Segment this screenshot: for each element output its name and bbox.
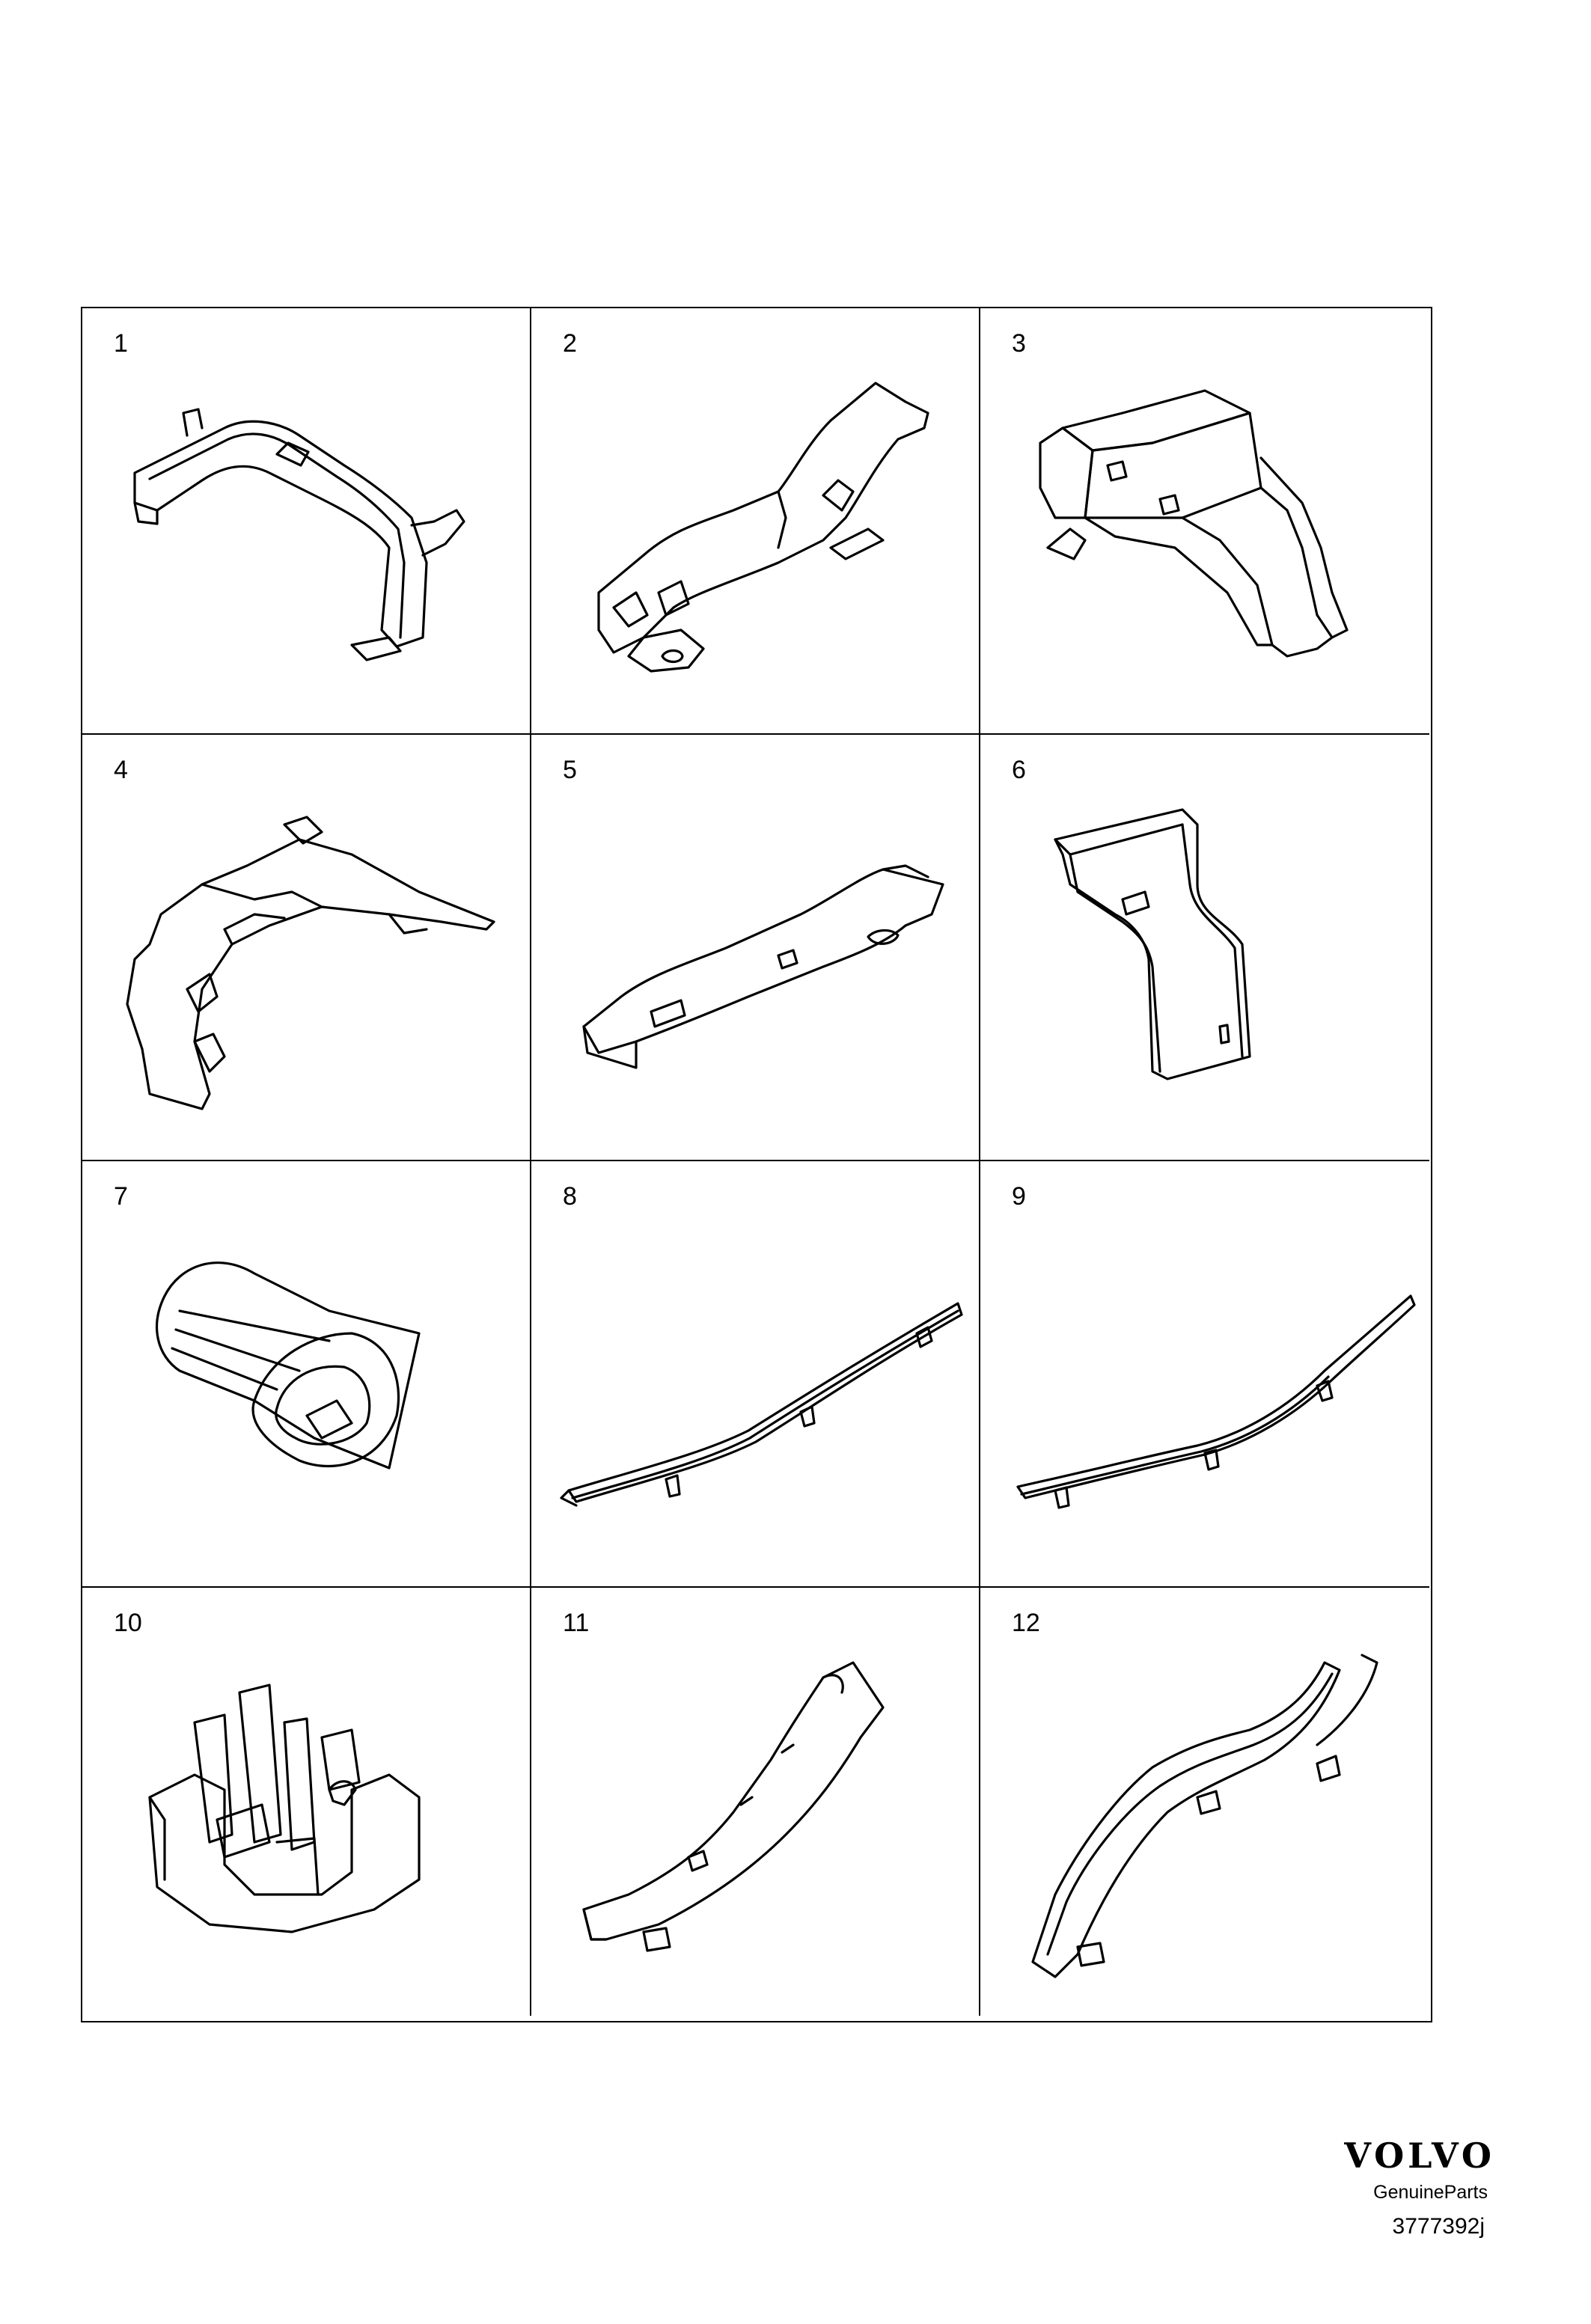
parts-grid: 1 2 — [81, 307, 1432, 2022]
part-cell-1[interactable]: 1 — [82, 308, 531, 735]
part-number-label: 1 — [114, 329, 128, 358]
bracket-housing-icon — [105, 1648, 509, 1999]
part-cell-11[interactable]: 11 — [531, 1588, 980, 2016]
air-duct-tunnel-icon — [1003, 368, 1407, 720]
part-cell-12[interactable]: 12 — [980, 1588, 1429, 2016]
air-nozzle-icon — [105, 1221, 509, 1573]
part-number-label: 6 — [1012, 756, 1026, 784]
volvo-logo: VOLVO — [1344, 2135, 1495, 2176]
part-cell-6[interactable]: 6 — [980, 735, 1429, 1161]
part-cell-3[interactable]: 3 — [980, 308, 1429, 735]
part-number-label: 3 — [1012, 329, 1026, 358]
part-cell-7[interactable]: 7 — [82, 1161, 531, 1588]
air-duct-center-icon — [554, 368, 958, 720]
part-number-label: 8 — [563, 1182, 577, 1211]
part-cell-10[interactable]: 10 — [82, 1588, 531, 2016]
brand-block: VOLVO GenuineParts 3777392j — [1271, 2138, 1495, 2238]
part-cell-9[interactable]: 9 — [980, 1161, 1429, 1588]
air-duct-strip-icon — [1003, 1221, 1416, 1573]
document-number: 3777392j — [1392, 2214, 1485, 2239]
part-number-label: 9 — [1012, 1182, 1026, 1211]
part-number-label: 4 — [114, 756, 128, 784]
part-cell-8[interactable]: 8 — [531, 1161, 980, 1588]
air-duct-left-icon — [105, 368, 509, 720]
part-number-label: 2 — [563, 329, 577, 358]
part-number-label: 11 — [563, 1609, 590, 1637]
part-number-label: 12 — [1012, 1609, 1040, 1637]
air-duct-rear-icon — [1003, 1648, 1407, 1999]
part-cell-4[interactable]: 4 — [82, 735, 531, 1161]
part-number-label: 5 — [563, 756, 577, 784]
air-duct-straight-icon — [554, 795, 958, 1146]
air-duct-strip-icon — [554, 1221, 963, 1573]
air-duct-curved-icon — [554, 1648, 958, 1999]
genuine-parts-label: GenuineParts — [1373, 2182, 1488, 2203]
air-duct-panel-icon — [105, 795, 509, 1146]
part-cell-5[interactable]: 5 — [531, 735, 980, 1161]
part-number-label: 10 — [114, 1609, 142, 1637]
part-number-label: 7 — [114, 1182, 128, 1211]
part-cell-2[interactable]: 2 — [531, 308, 980, 735]
air-channel-bend-icon — [1003, 795, 1407, 1146]
